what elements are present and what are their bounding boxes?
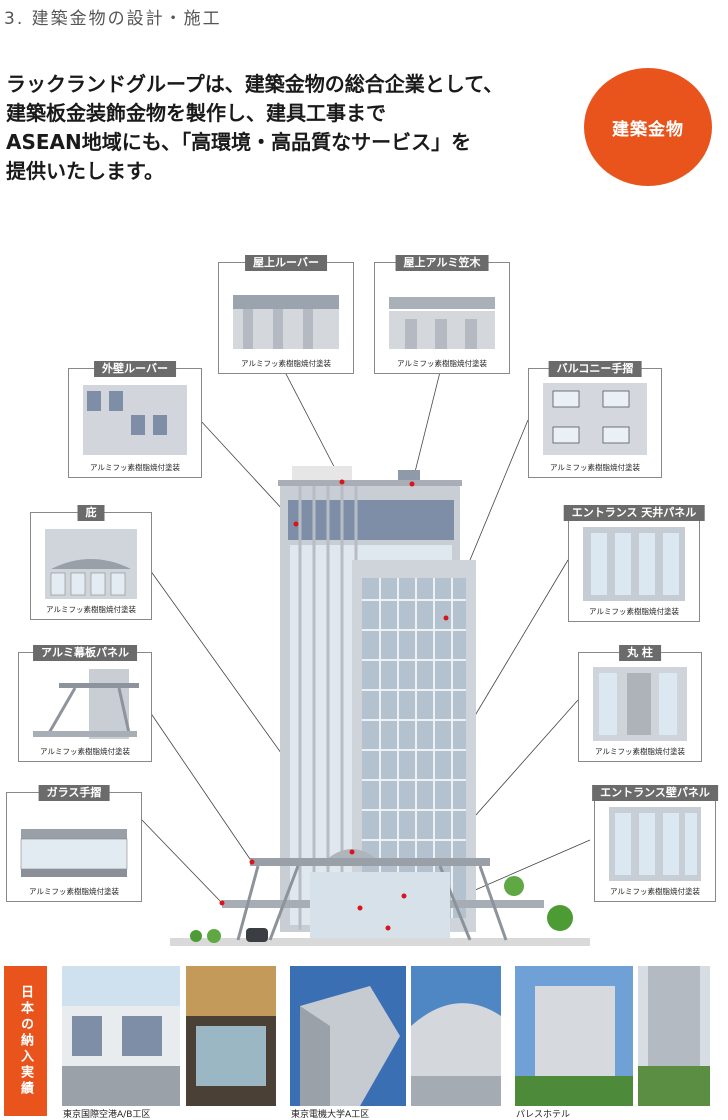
callout-roof-louver: 屋上ルーバー アルミフッ素樹脂焼付塗装 — [218, 255, 354, 374]
callout-caption: アルミフッ素樹脂焼付塗装 — [610, 887, 700, 896]
entrance-wall-thumbnail — [609, 807, 701, 881]
photo-haneda-1 — [62, 966, 180, 1106]
callout-title: 外壁ルーバー — [94, 361, 176, 377]
callout-caption: アルミフッ素樹脂焼付塗装 — [241, 359, 331, 368]
roof-louver-thumbnail — [233, 295, 339, 349]
building-illustration — [139, 371, 591, 946]
glass-rail-thumbnail — [20, 829, 128, 877]
callout-title: ガラス手摺 — [38, 785, 110, 801]
callout-title: 屋上ルーバー — [245, 255, 327, 271]
callout-glass-rail: ガラス手摺 アルミフッ素樹脂焼付塗装 — [6, 785, 142, 902]
photo-haneda-2 — [186, 966, 276, 1106]
callout-caption: アルミフッ素樹脂焼付塗装 — [90, 463, 180, 472]
section-title: 3. 建築金物の設計・施工 — [4, 9, 222, 29]
lead-line: 提供いたします。 — [6, 159, 164, 183]
lead-line: ASEAN地域にも、「高環境・高品質なサービス」を — [6, 130, 472, 154]
callout-caption: アルミフッ素樹脂焼付塗装 — [595, 747, 685, 756]
callout-balcony-rail: バルコニー手摺 アルミフッ素樹脂焼付塗装 — [528, 361, 662, 478]
callout-entrance-ceiling: エントランス 天井パネル アルミフッ素樹脂焼付塗装 — [563, 505, 705, 622]
delivery-records-label: 日本の納入実績 — [4, 966, 47, 1116]
callout-title: アルミ幕板パネル — [33, 645, 137, 661]
project-name: 東京電機大学A工区 — [291, 1110, 370, 1120]
project-name: パレスホテル — [516, 1110, 571, 1120]
photo-palace-2 — [638, 966, 710, 1106]
callout-curtain-panel: アルミ幕板パネル アルミフッ素樹脂焼付塗装 — [18, 645, 152, 762]
callout-entrance-wall: エントランス壁パネル アルミフッ素樹脂焼付塗装 — [592, 785, 718, 902]
callout-title: 丸 柱 — [619, 645, 661, 661]
curtain-panel-thumbnail — [33, 669, 139, 739]
lead-text: ラックランドグループは、建築金物の総合企業として、 建築板金装飾金物を製作し、建… — [6, 70, 586, 186]
callout-caption: アルミフッ素樹脂焼付塗装 — [40, 747, 130, 756]
callout-caption: アルミフッ素樹脂焼付塗装 — [589, 607, 679, 616]
callout-title: 庇 — [77, 505, 105, 521]
callout-title: エントランス壁パネル — [592, 785, 718, 801]
round-column-thumbnail — [593, 667, 687, 741]
callout-title: エントランス 天井パネル — [563, 505, 705, 521]
photo-palace-1 — [515, 966, 633, 1106]
callout-caption: アルミフッ素樹脂焼付塗装 — [46, 605, 136, 614]
lead-line: 建築板金装飾金物を製作し、建具工事まで — [6, 101, 386, 125]
callout-title: バルコニー手摺 — [548, 361, 642, 377]
photo-denki-1 — [290, 966, 406, 1106]
callout-caption: アルミフッ素樹脂焼付塗装 — [397, 359, 487, 368]
callout-round-column: 丸 柱 アルミフッ素樹脂焼付塗装 — [578, 645, 702, 762]
photo-denki-2 — [411, 966, 501, 1106]
callout-wall-louver: 外壁ルーバー アルミフッ素樹脂焼付塗装 — [68, 361, 202, 478]
entrance-ceiling-thumbnail — [583, 527, 685, 601]
canopy-thumbnail — [45, 529, 137, 599]
category-badge: 建築金物 — [584, 68, 712, 186]
callout-roof-coping: 屋上アルミ笠木 アルミフッ素樹脂焼付塗装 — [374, 255, 510, 374]
callout-caption: アルミフッ素樹脂焼付塗装 — [550, 463, 640, 472]
project-name: 東京国際空港A/B工区 — [63, 1110, 151, 1120]
callout-caption: アルミフッ素樹脂焼付塗装 — [29, 887, 119, 896]
roof-coping-thumbnail — [389, 297, 495, 349]
lead-line: ラックランドグループは、建築金物の総合企業として、 — [6, 72, 504, 96]
wall-louver-thumbnail — [83, 385, 187, 455]
balcony-rail-thumbnail — [543, 383, 647, 455]
callout-canopy: 庇 アルミフッ素樹脂焼付塗装 — [30, 505, 152, 620]
callout-title: 屋上アルミ笠木 — [395, 255, 489, 271]
